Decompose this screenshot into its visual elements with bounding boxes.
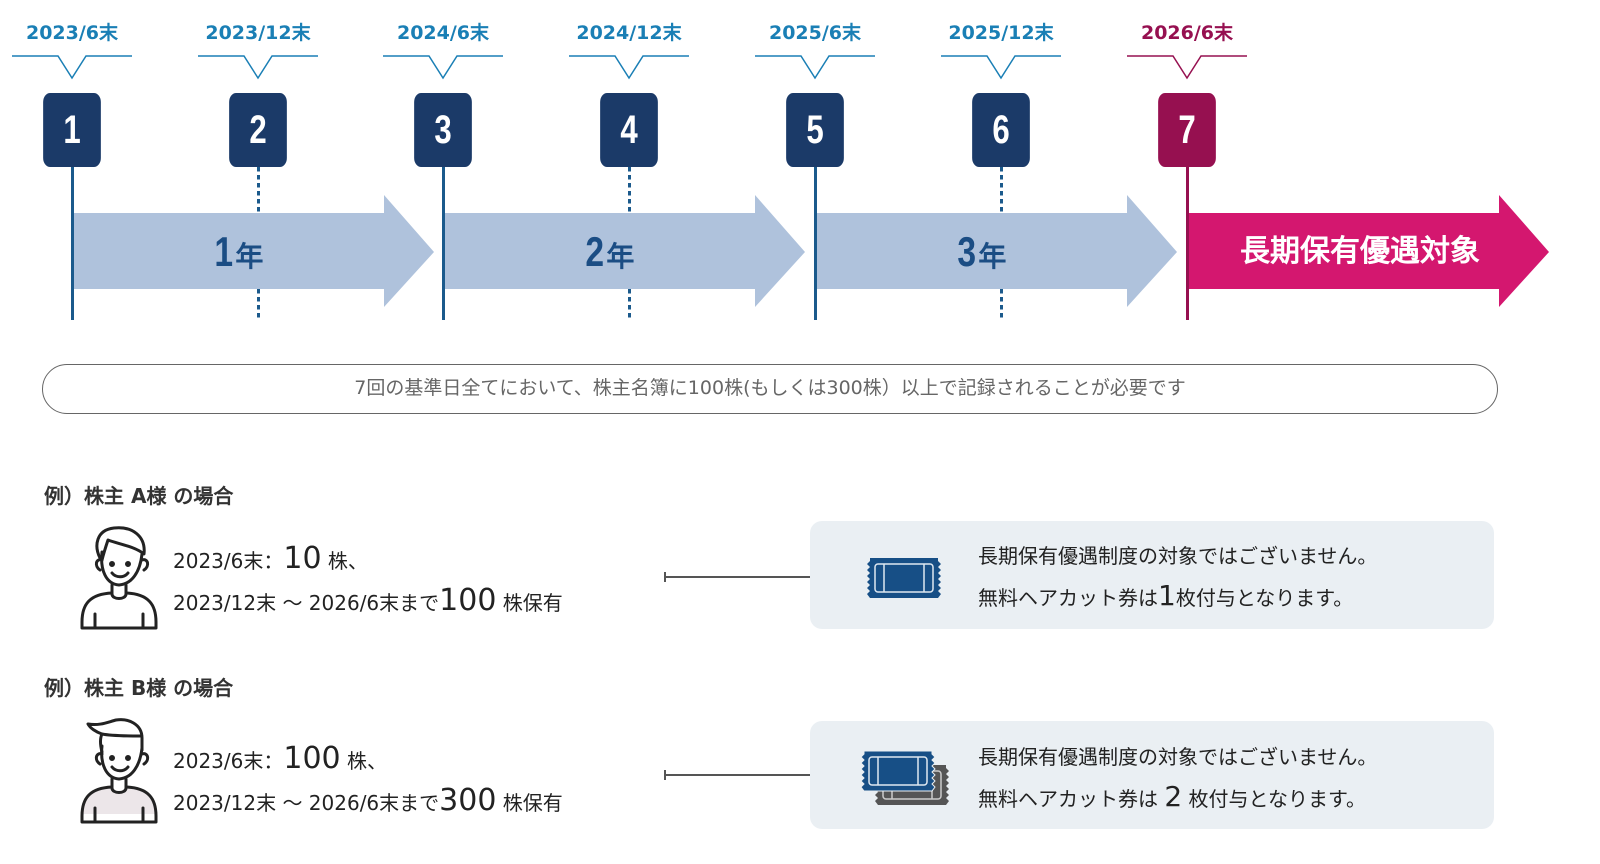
step-date-4: 2024/12末 bbox=[576, 22, 682, 44]
step-date-7: 2026/6末 bbox=[1140, 22, 1234, 44]
final-arrow bbox=[1187, 195, 1549, 307]
period-arrow-2 bbox=[443, 195, 805, 307]
step-dotted-line-6-bottom bbox=[1000, 289, 1003, 320]
holding-line1-a: 2023/6末：10 株、 bbox=[173, 541, 368, 576]
step-box-6: 6 bbox=[972, 93, 1030, 167]
step-line-1 bbox=[71, 167, 74, 320]
result-line1-b: 長期保有優遇制度の対象ではございません。 bbox=[978, 745, 1378, 769]
date-callout-3 bbox=[383, 55, 503, 80]
holding-text-a: 2023/6末：10 株、 2023/12末 ～ 2026/6末まで100 株保… bbox=[173, 539, 563, 623]
step-date-3: 2024/6末 bbox=[396, 22, 490, 44]
period-arrow-1 bbox=[72, 195, 434, 307]
step-line-7 bbox=[1186, 167, 1189, 320]
holding-line2-b: 2023/12末 ～ 2026/6末まで300 株保有 bbox=[173, 783, 563, 818]
period-arrow-3 bbox=[815, 195, 1177, 307]
step-dotted-line-2-top bbox=[257, 167, 260, 212]
step-box-4: 4 bbox=[600, 93, 658, 167]
step-date-6: 2025/12末 bbox=[948, 22, 1054, 44]
person-icon-b bbox=[80, 718, 158, 824]
step-date-1: 2023/6末 bbox=[25, 22, 119, 44]
step-dotted-line-4-top bbox=[628, 167, 631, 212]
date-callout-6 bbox=[941, 55, 1061, 80]
step-date-5: 2025/6末 bbox=[768, 22, 862, 44]
step-box-3: 3 bbox=[414, 93, 472, 167]
example-title-a: 例）株主 A様 の場合 bbox=[44, 484, 234, 508]
step-box-1: 1 bbox=[43, 93, 101, 167]
double-ticket-icon bbox=[860, 750, 949, 805]
result-text-b: 長期保有優遇制度の対象ではございません。 無料ヘアカット券は 2 枚付与となりま… bbox=[978, 737, 1377, 819]
step-date-2: 2023/12末 bbox=[205, 22, 311, 44]
date-callout-4 bbox=[569, 55, 689, 80]
final-period-label: 長期保有優遇対象 bbox=[1240, 234, 1480, 269]
holding-text-b: 2023/6末：100 株、 2023/12末 ～ 2026/6末まで300 株… bbox=[173, 739, 563, 823]
date-callout-2 bbox=[198, 55, 318, 80]
step-dotted-line-4-bottom bbox=[628, 289, 631, 320]
step-line-5 bbox=[814, 167, 817, 320]
step-dotted-line-6-top bbox=[1000, 167, 1003, 212]
result-text-a: 長期保有優遇制度の対象ではございません。 無料ヘアカット券は1枚付与となります。 bbox=[978, 536, 1377, 618]
period-label-1: 1年 bbox=[214, 228, 264, 275]
single-ticket-icon bbox=[867, 558, 941, 598]
result-line1-a: 長期保有優遇制度の対象ではございません。 bbox=[978, 544, 1378, 568]
step-box-7: 7 bbox=[1158, 93, 1216, 167]
step-box-5: 5 bbox=[786, 93, 844, 167]
result-line2-a: 無料ヘアカット券は1枚付与となります。 bbox=[978, 579, 1354, 612]
person-icon-a bbox=[80, 526, 158, 630]
step-line-3 bbox=[442, 167, 445, 320]
example-title-b: 例）株主 B様 の場合 bbox=[44, 676, 234, 700]
requirement-note: 7回の基準日全てにおいて、株主名簿に100株(もしくは300株）以上で記録される… bbox=[42, 364, 1498, 414]
holding-line2-a: 2023/12末 ～ 2026/6末まで100 株保有 bbox=[173, 583, 563, 618]
holding-line1-b: 2023/6末：100 株、 bbox=[173, 741, 387, 776]
date-callout-7 bbox=[1127, 55, 1247, 80]
step-dotted-line-2-bottom bbox=[257, 289, 260, 320]
result-line2-b: 無料ヘアカット券は 2 枚付与となります。 bbox=[978, 780, 1366, 813]
step-box-2: 2 bbox=[229, 93, 287, 167]
date-callout-5 bbox=[755, 55, 875, 80]
period-label-3: 3年 bbox=[957, 228, 1007, 275]
date-callout-1 bbox=[12, 55, 132, 80]
period-label-2: 2年 bbox=[585, 228, 635, 275]
